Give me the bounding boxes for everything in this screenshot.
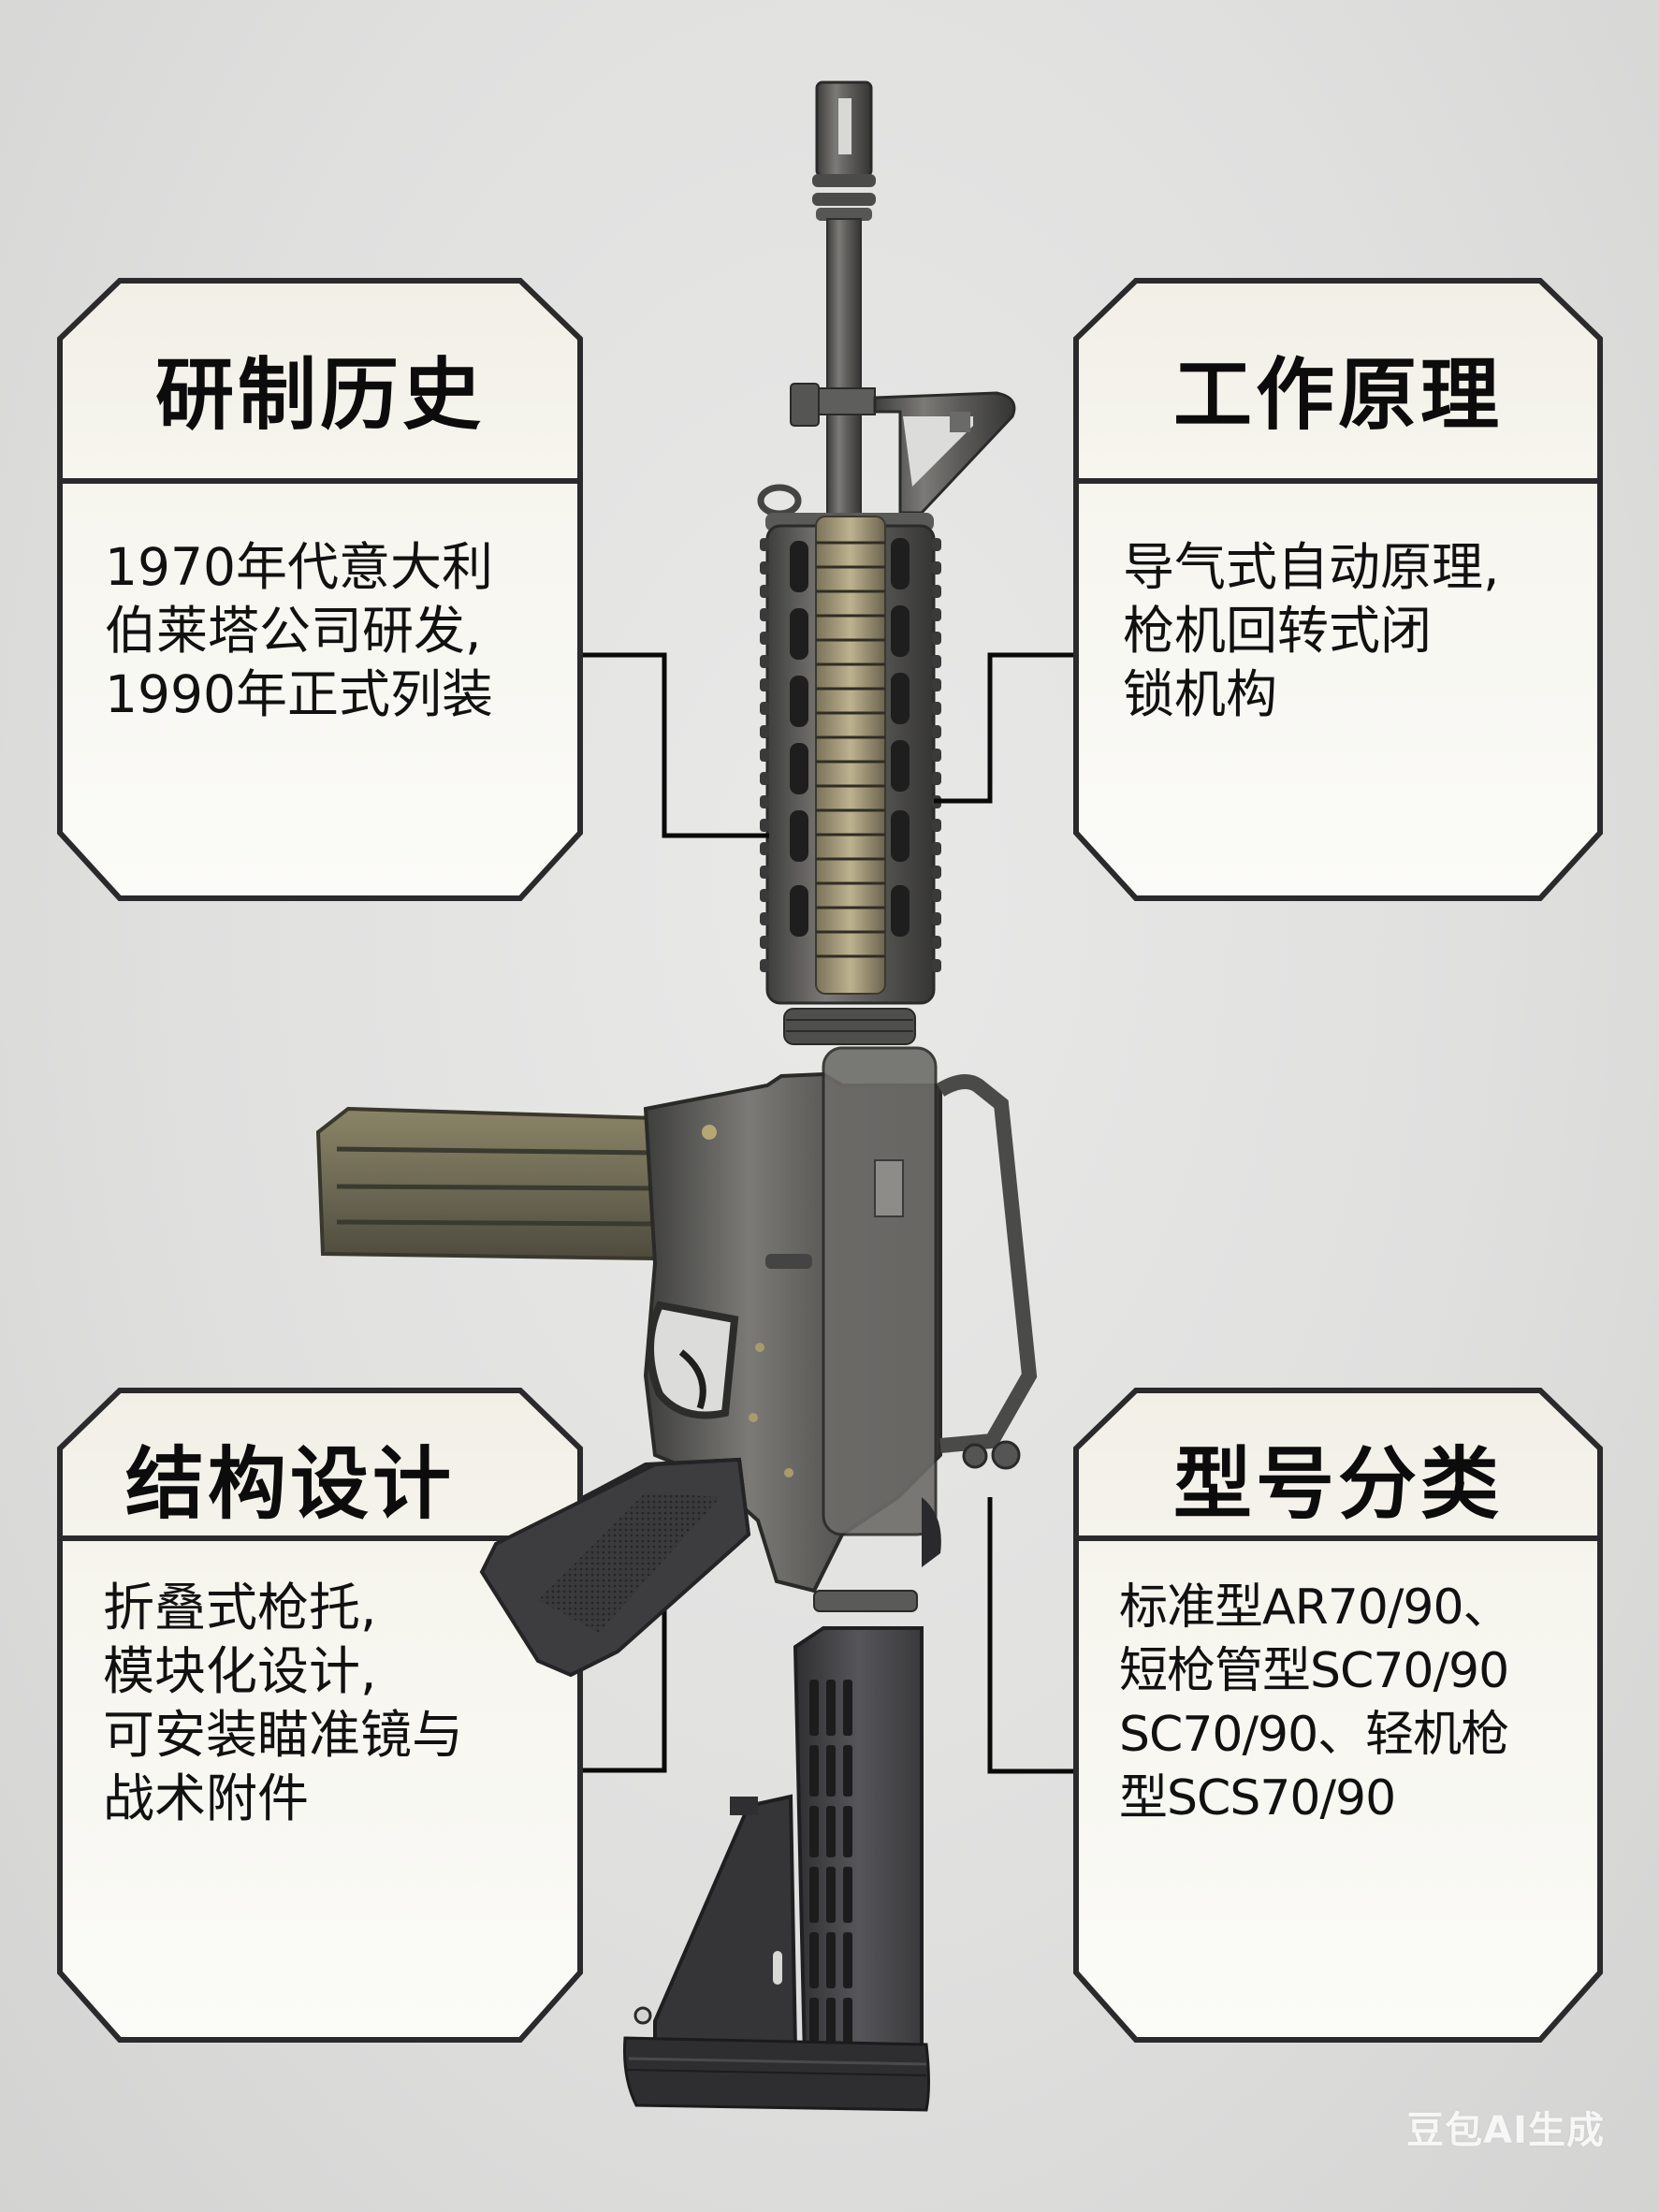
panel-structure: 结构设计 折叠式枪托, 模块化设计, 可安装瞄准镜与 战术附件 [60, 1390, 580, 2040]
panel-body: 折叠式枪托, 模块化设计, 可安装瞄准镜与 战术附件 [103, 1578, 464, 1828]
muzzle-device [812, 80, 876, 221]
magazine [315, 1106, 657, 1261]
panel-body: 导气式自动原理, 枪机回转式闭 锁机构 [1123, 537, 1500, 724]
panel-title: 结构设计 [125, 1437, 456, 1530]
watermark: 豆包AI生成 [1406, 2109, 1605, 2152]
front-sight [757, 383, 1016, 517]
connector-models [987, 1497, 1074, 1774]
panel-body: 1970年代意大利 伯莱塔公司研发, 1990年正式列装 [105, 537, 493, 724]
connector-history [582, 652, 769, 838]
panel-history: 研制历史 1970年代意大利 伯莱塔公司研发, 1990年正式列装 [60, 281, 580, 898]
connector-structure [582, 1591, 667, 1773]
panel-title: 研制历史 [154, 348, 485, 441]
buttstock [623, 1590, 930, 2112]
panel-title: 工作原理 [1172, 348, 1503, 441]
panel-body: 标准型AR70/90、 短枪管型SC70/90 SC70/90、轻机枪 型SCS… [1119, 1579, 1512, 1826]
barrel [826, 218, 862, 538]
panel-title: 型号分类 [1172, 1437, 1503, 1530]
panel-models: 型号分类 标准型AR70/90、 短枪管型SC70/90 SC70/90、轻机枪… [1076, 1390, 1600, 2040]
panel-shapes [57, 278, 1603, 2043]
connector-principle [934, 652, 1074, 804]
connector-lines [582, 652, 1074, 1774]
panel-principle: 工作原理 导气式自动原理, 枪机回转式闭 锁机构 [1076, 281, 1600, 898]
handguard [760, 513, 941, 1045]
pistol-grip-overlap [479, 1457, 751, 1678]
